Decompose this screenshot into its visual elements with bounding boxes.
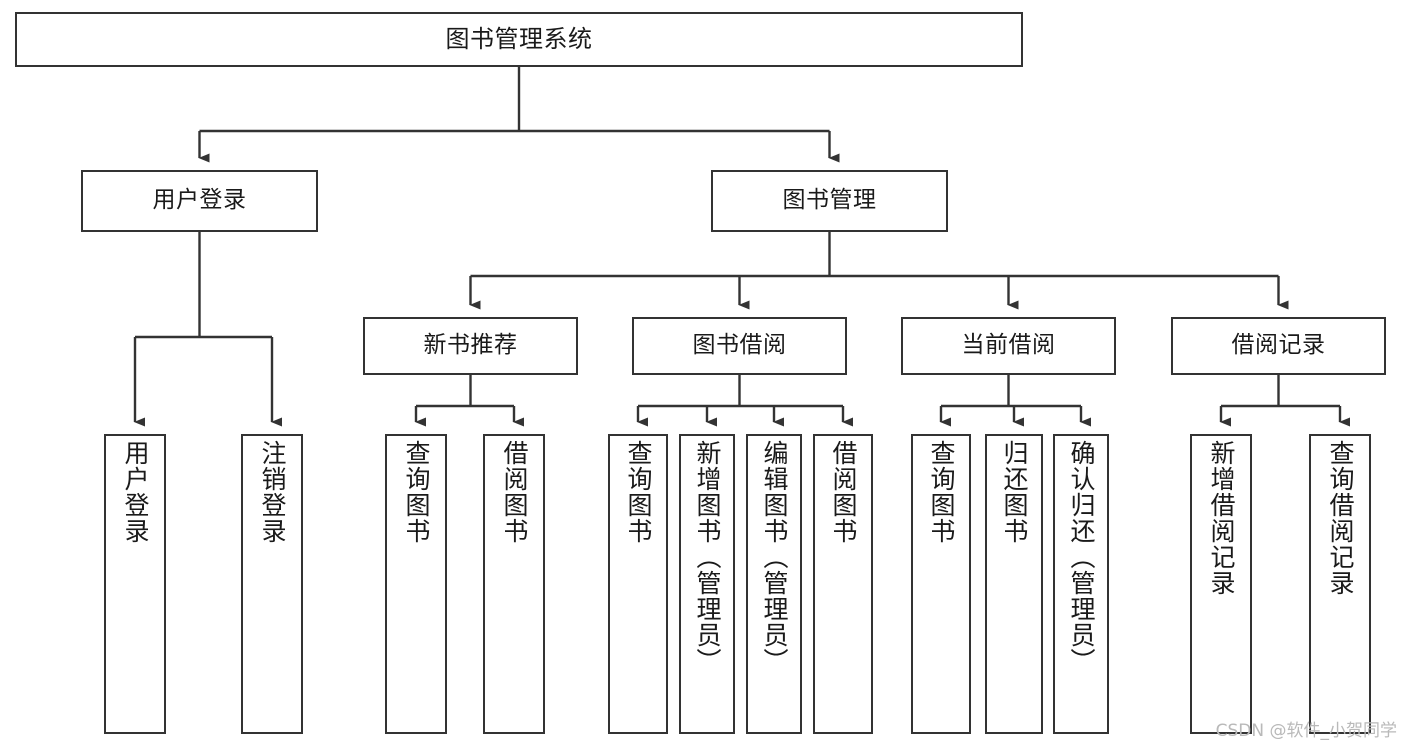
node-leaf-borrow-book-1[interactable]: 借阅图书 <box>483 434 545 734</box>
node-book-borrow[interactable]: 图书借阅 <box>632 317 847 375</box>
node-new-book-rec[interactable]: 新书推荐 <box>363 317 578 375</box>
node-root[interactable]: 图书管理系统 <box>15 12 1023 67</box>
node-current-borrow[interactable]: 当前借阅 <box>901 317 1116 375</box>
node-label: 注销登录 <box>258 440 287 544</box>
node-label: 当前借阅 <box>961 332 1056 359</box>
node-label: 新增图书（管理员） <box>693 440 722 674</box>
node-label: 新书推荐 <box>423 332 518 359</box>
node-label: 查询图书 <box>402 440 431 544</box>
node-label: 查询图书 <box>927 440 956 544</box>
node-label: 确认归还（管理员） <box>1067 440 1096 674</box>
node-label: 归还图书 <box>1000 440 1029 544</box>
node-label: 图书管理系统 <box>445 25 593 54</box>
node-borrow-record[interactable]: 借阅记录 <box>1171 317 1386 375</box>
node-leaf-query-record[interactable]: 查询借阅记录 <box>1309 434 1371 734</box>
node-label: 图书借阅 <box>692 332 787 359</box>
node-label: 查询借阅记录 <box>1326 440 1355 596</box>
node-label: 借阅记录 <box>1231 332 1326 359</box>
node-label: 查询图书 <box>624 440 653 544</box>
node-leaf-return-book[interactable]: 归还图书 <box>985 434 1043 734</box>
node-leaf-user-login[interactable]: 用户登录 <box>104 434 166 734</box>
node-label: 借阅图书 <box>500 440 529 544</box>
node-leaf-query-book-2[interactable]: 查询图书 <box>608 434 668 734</box>
node-leaf-borrow-book-2[interactable]: 借阅图书 <box>813 434 873 734</box>
node-user-login[interactable]: 用户登录 <box>81 170 318 232</box>
node-leaf-confirm-return[interactable]: 确认归还（管理员） <box>1053 434 1109 734</box>
node-leaf-edit-book[interactable]: 编辑图书（管理员） <box>746 434 802 734</box>
node-leaf-query-book-3[interactable]: 查询图书 <box>911 434 971 734</box>
node-leaf-query-book-1[interactable]: 查询图书 <box>385 434 447 734</box>
node-label: 新增借阅记录 <box>1207 440 1236 596</box>
node-leaf-add-record[interactable]: 新增借阅记录 <box>1190 434 1252 734</box>
node-label: 图书管理 <box>782 187 877 214</box>
csdn-watermark: CSDN @软件_小贺同学 <box>1215 721 1397 741</box>
node-label: 用户登录 <box>152 187 247 214</box>
node-label: 编辑图书（管理员） <box>760 440 789 674</box>
node-leaf-user-logout[interactable]: 注销登录 <box>241 434 303 734</box>
node-book-manage[interactable]: 图书管理 <box>711 170 948 232</box>
node-label: 借阅图书 <box>829 440 858 544</box>
node-label: 用户登录 <box>121 440 150 544</box>
node-leaf-add-book[interactable]: 新增图书（管理员） <box>679 434 735 734</box>
